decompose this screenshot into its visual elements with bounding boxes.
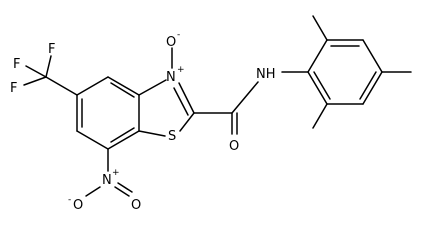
atom-amide-nh: NH [256, 67, 276, 82]
atom-f1: F [13, 57, 20, 72]
charge-nitro-o-neg: - [68, 195, 71, 205]
bond-methyl-top [312, 15, 328, 41]
bond-ring-double-1 [110, 82, 135, 98]
benzothiazole-structure: F F F N + O - S NH O N + O - O [10, 15, 412, 213]
atom-nitro-o: O [131, 198, 141, 213]
bond-c2-n [138, 79, 167, 96]
atom-nitro-o-neg: O [73, 198, 83, 213]
bond-ring-c6-c1 [76, 76, 109, 96]
bond-ring-double-2 [110, 127, 135, 143]
bond-nitro-o-double-a [114, 186, 130, 197]
bond-nitro-o-double-b [117, 182, 133, 193]
bond-carbonyl-nh [231, 81, 259, 114]
atom-s: S [168, 129, 176, 144]
bond-mes-c6-c1 [307, 71, 328, 105]
bond-ring-cf3 [45, 76, 78, 96]
bond-mes-double-2 [359, 71, 377, 100]
bond-n-c-double [173, 87, 189, 116]
bond-methyl-bottom [312, 103, 328, 129]
atom-nitro-n: N [102, 173, 112, 188]
bond-s-c3 [138, 130, 166, 137]
bond-cf3-f3 [23, 76, 47, 86]
atom-n-oxide: N [166, 70, 176, 85]
bond-ring-c4-c5 [76, 130, 109, 150]
charge-n-oxide: + [177, 65, 185, 75]
bond-cf3-f1 [25, 65, 47, 78]
bond-mes-c3-c4 [362, 39, 383, 73]
bond-ring-c3-c4 [107, 130, 140, 150]
bond-ring-c1-c2 [107, 76, 140, 96]
bond-mes-c4-c5 [362, 71, 383, 105]
atom-f3: F [10, 81, 17, 96]
bond-c-s [179, 112, 195, 132]
bond-nitro-o-neg [85, 186, 101, 197]
bond-mes-double-3 [313, 71, 331, 100]
bond-cf3-f2 [45, 55, 52, 78]
bond-mes-c1-c2 [307, 39, 328, 73]
atom-o-oxide: O [166, 35, 176, 50]
bond-n-c [178, 82, 195, 114]
atom-amide-o: O [229, 139, 239, 154]
atom-f2: F [48, 42, 55, 57]
structure-diagram: F F F N + O - S NH O N + O - O [10, 15, 412, 213]
charge-nitro-n: + [112, 168, 120, 178]
charge-o-oxide: - [177, 30, 180, 40]
